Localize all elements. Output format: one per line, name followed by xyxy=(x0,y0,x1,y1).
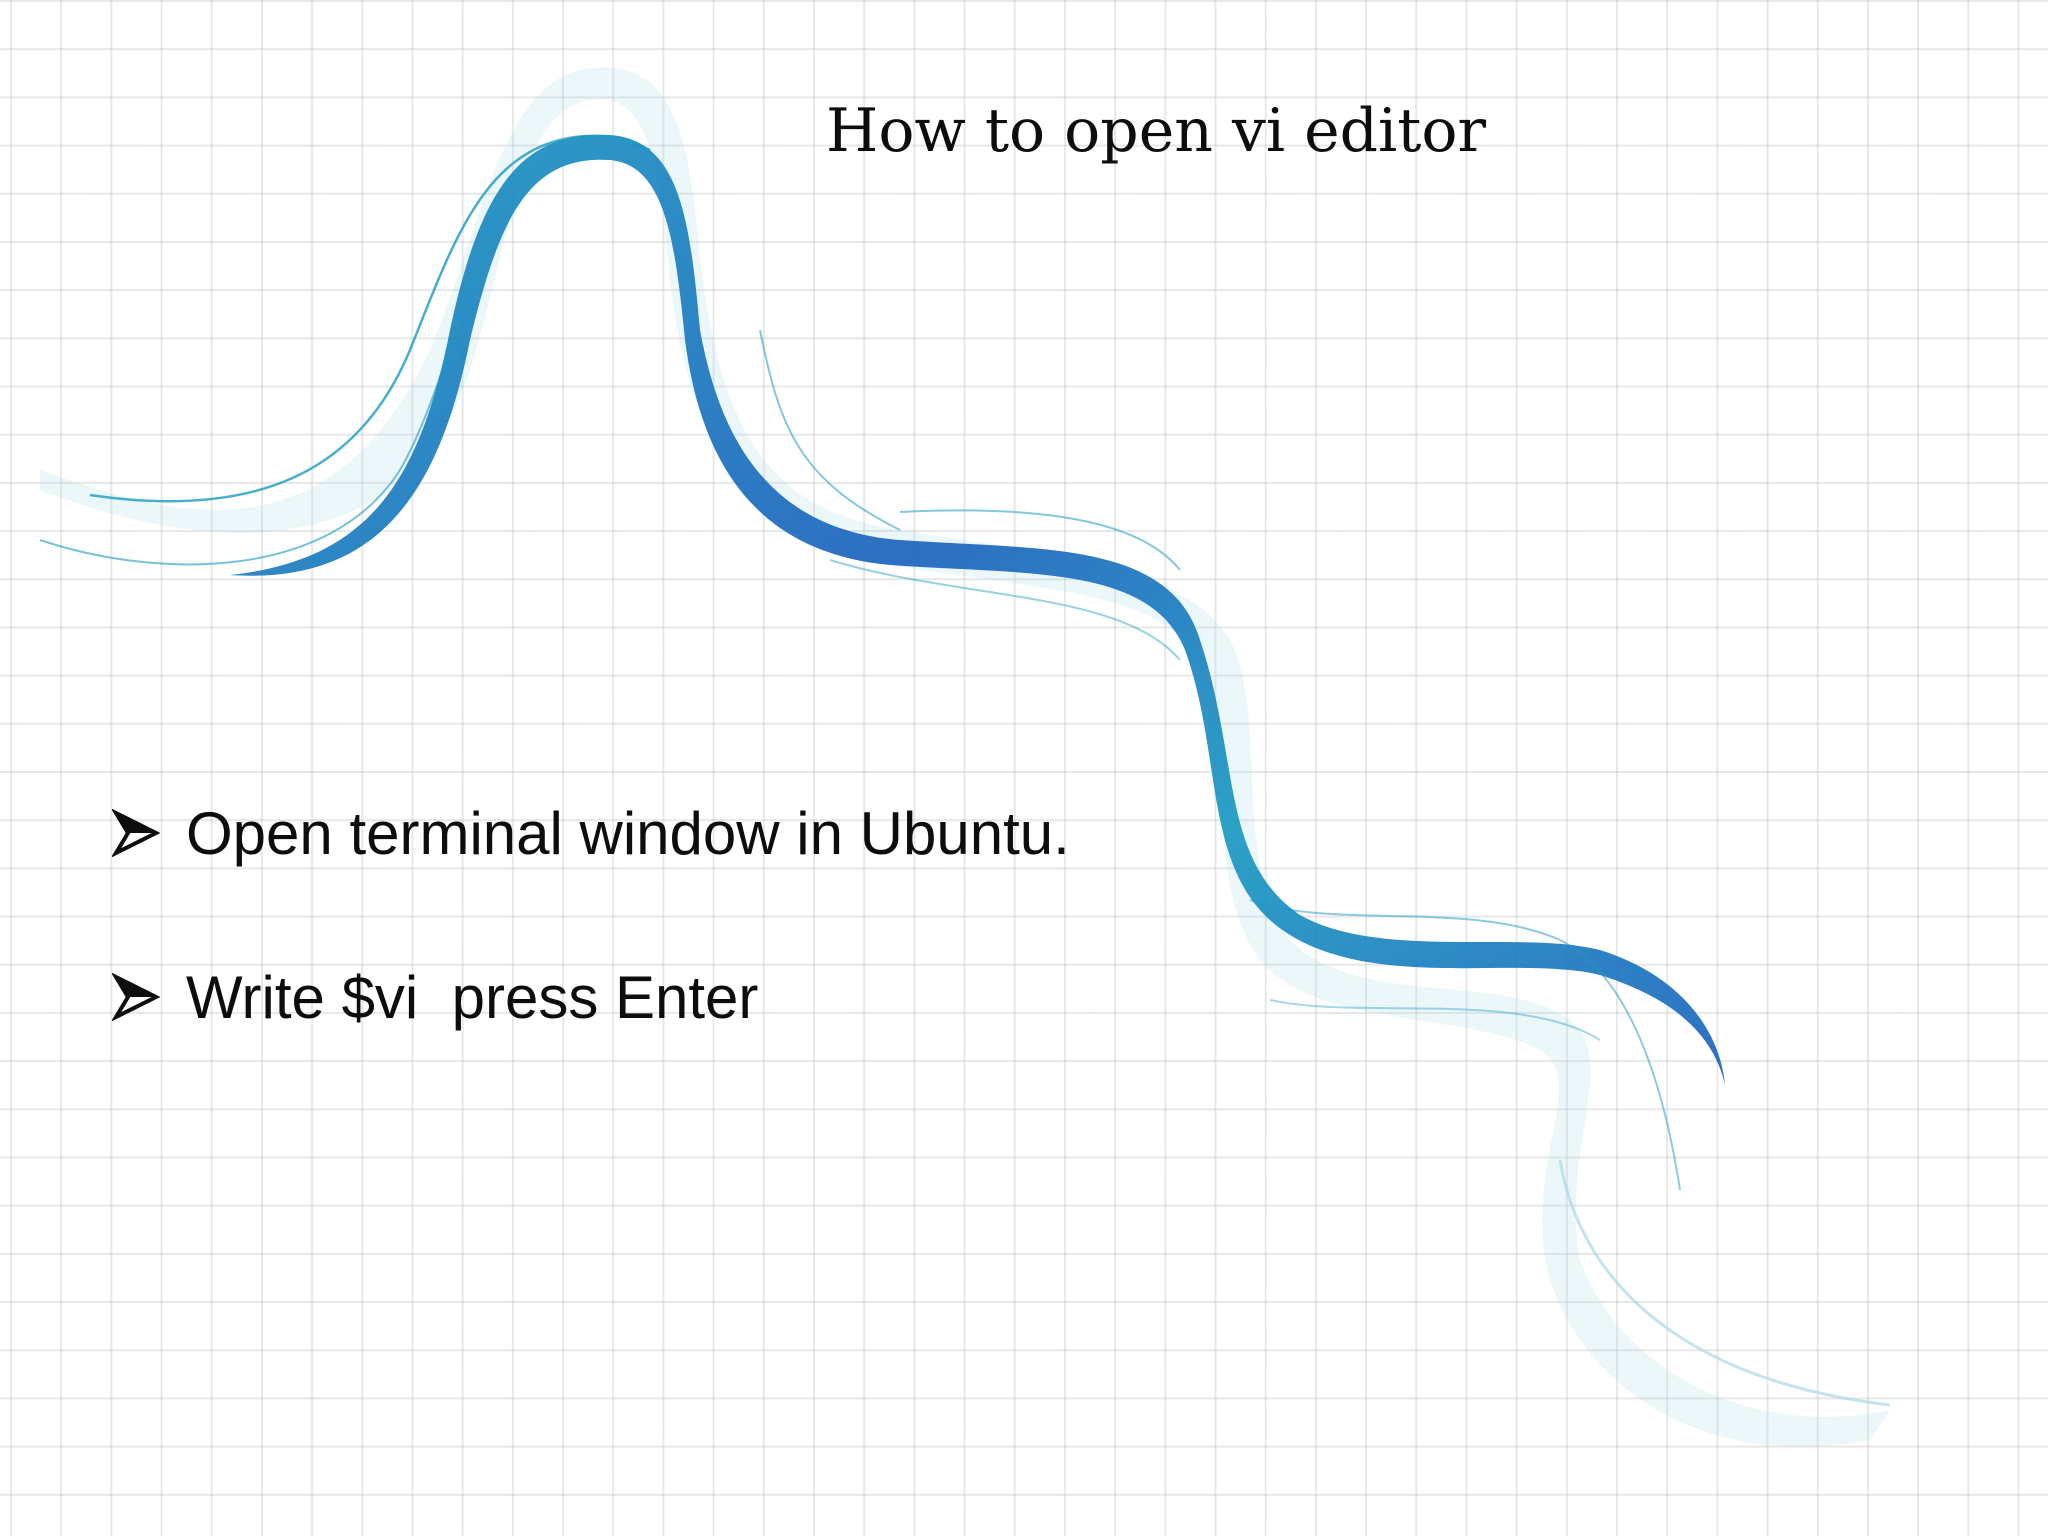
bullet-text: Open terminal window in Ubuntu. xyxy=(186,799,1070,867)
slide-title: How to open vi editor xyxy=(826,96,1487,166)
list-item: Open terminal window in Ubuntu. xyxy=(112,799,1070,867)
list-item: Write $vi press Enter xyxy=(112,963,1070,1031)
arrowhead-bullet-icon xyxy=(112,809,160,857)
bullet-text: Write $vi press Enter xyxy=(186,963,759,1031)
bullet-list: Open terminal window in Ubuntu. Write $v… xyxy=(112,800,1070,1128)
arrowhead-bullet-icon xyxy=(112,973,160,1021)
